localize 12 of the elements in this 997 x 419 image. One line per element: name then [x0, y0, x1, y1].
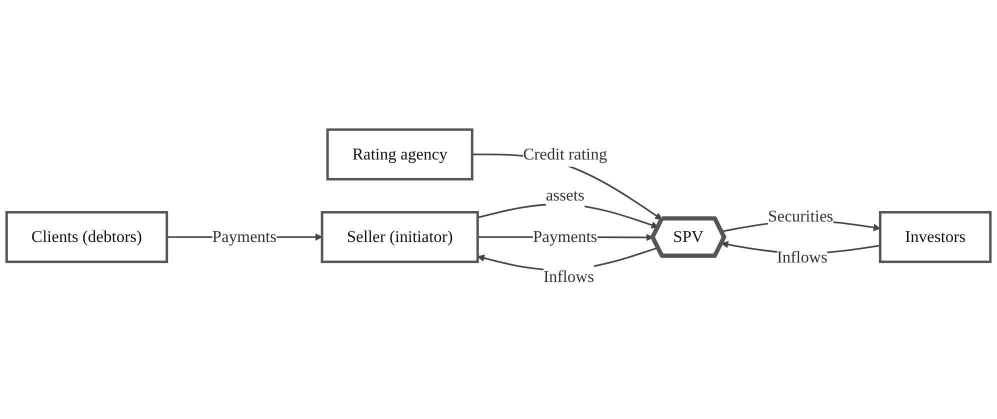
- arrow: [472, 154, 662, 220]
- node-box: Rating agency: [326, 128, 474, 180]
- edge-label: Inflows: [544, 268, 594, 286]
- node-box: Investors: [878, 210, 992, 263]
- edge-label: assets: [546, 186, 584, 205]
- edge-label: Credit rating: [523, 145, 608, 164]
- edge-label: Inflows: [776, 248, 828, 267]
- node-box: Seller (initiator): [320, 210, 479, 263]
- edge-label: Payments: [212, 228, 277, 246]
- node-box: Clients (debtors): [5, 210, 168, 263]
- edge-label: Securities: [768, 207, 834, 226]
- edge-label: Payments: [532, 228, 598, 246]
